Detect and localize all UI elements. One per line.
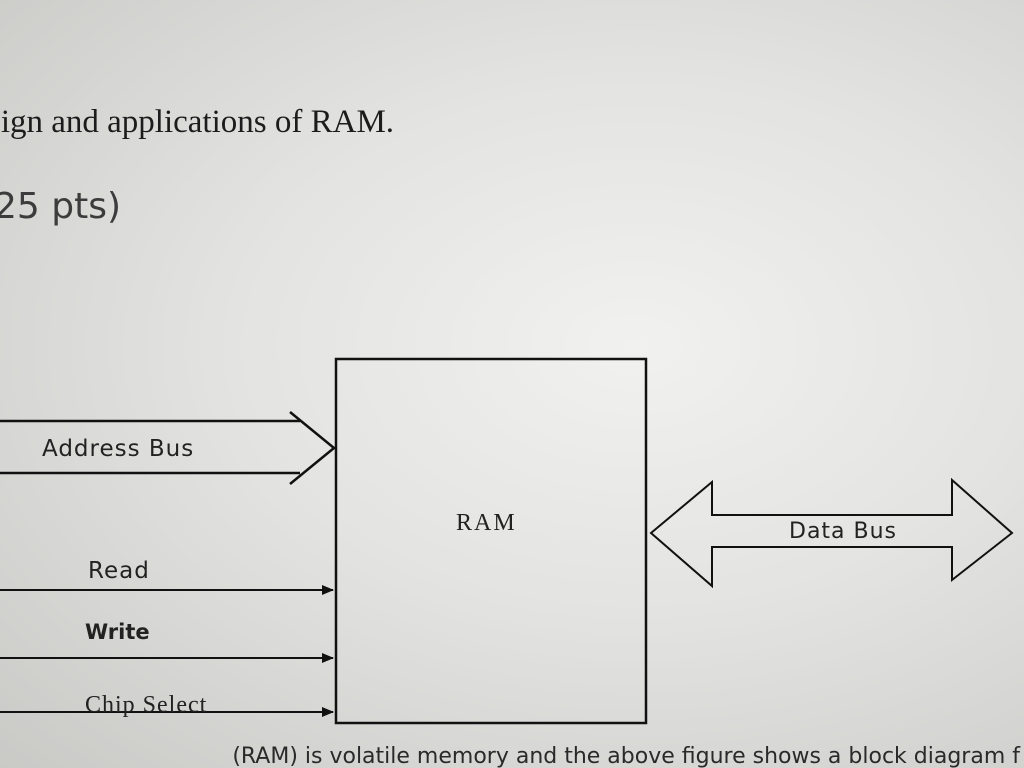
question-heading: sign and applications of RAM.: [0, 104, 395, 140]
ram-label: RAM: [456, 510, 517, 536]
body-text-fragment: (RAM) is volatile memory and the above f…: [232, 744, 1020, 768]
ram-block: [334, 357, 648, 725]
address-bus-arrow: [0, 411, 336, 485]
address-bus-label: Address Bus: [42, 436, 194, 462]
data-bus-arrow: [649, 477, 1014, 589]
points-label: 25 pts): [0, 186, 122, 227]
chip-select-label: Chip Select: [85, 692, 207, 718]
read-label: Read: [88, 558, 150, 584]
write-label: Write: [85, 620, 150, 644]
data-bus-label: Data Bus: [789, 519, 897, 544]
